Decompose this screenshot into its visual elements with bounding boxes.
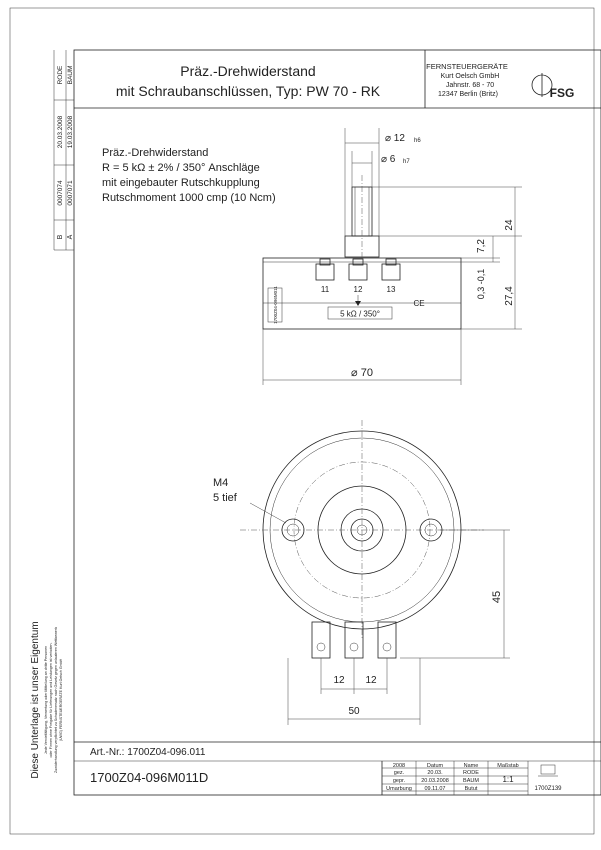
revision-b-number: 0007074 xyxy=(57,180,64,206)
dim-terminal-spacing-2: 12 xyxy=(365,675,377,686)
company-street: Jahnstr. 68 - 70 xyxy=(446,82,494,89)
footer-gepr-date: 20.03.2008 xyxy=(421,778,449,784)
revision-b-letter: B xyxy=(57,234,64,239)
dim-height-collar: 7,2 xyxy=(476,239,487,253)
title-block: Präz.-Drehwiderstand mit Schraubanschlüs… xyxy=(74,50,601,109)
dim-shaft-diameter: ⌀ 12 xyxy=(385,133,405,144)
footer-sheet-number: 1700Z139 xyxy=(534,786,562,792)
revision-a-name: BAUM xyxy=(67,66,74,85)
rating-label: 5 kΩ / 350° xyxy=(340,310,380,319)
footer-scale-label: Maßstab xyxy=(497,763,518,769)
dim-height-shaft: 24 xyxy=(504,219,515,231)
footer-year: 2008 xyxy=(393,763,405,769)
terminal-lugs xyxy=(311,621,397,659)
mount-hole-left xyxy=(281,518,305,542)
ownership-line-5: (UWG) FERNSTEUERGERÄTE Kurt Oelsch GmbH xyxy=(59,658,63,741)
thread-label: M4 xyxy=(213,477,228,489)
dim-gap: 0,3 -0,1 xyxy=(476,269,486,300)
rating-label-box xyxy=(327,306,393,320)
description-line-1: Präz.-Drehwiderstand xyxy=(102,147,208,159)
drawing-number: 1700Z04-096M011D xyxy=(90,770,208,785)
company-owner: Kurt Oelsch GmbH xyxy=(441,73,500,80)
terminal-13-label: 13 xyxy=(387,285,396,294)
footer-gepr-name: BAUM xyxy=(463,778,479,784)
description-line-4: Rutschmoment 1000 cmp (10 Ncm) xyxy=(102,192,276,204)
revision-b-date: 20.03.2008 xyxy=(57,115,64,148)
footer-umarb-name: Butut xyxy=(465,786,478,792)
footer-row-gez: gez. xyxy=(394,770,405,776)
title-line-1: Präz.-Drehwiderstand xyxy=(180,63,315,79)
footer-gez-name: RODE xyxy=(463,770,479,776)
company-name: FERNSTEUERGERÄTE xyxy=(426,62,508,71)
terminal-11-label: 11 xyxy=(321,285,330,294)
ownership-line-1: Diese Unterlage ist unser Eigentum xyxy=(30,621,41,778)
dim-shaft-inner: ⌀ 6 xyxy=(381,154,396,165)
binding-border xyxy=(9,7,595,835)
dim-vertical xyxy=(372,186,522,330)
dim-shaft xyxy=(344,128,380,236)
dim-height-body: 27,4 xyxy=(504,286,515,306)
revision-a-date: 19.03.2008 xyxy=(67,115,74,148)
description: Präz.-Drehwiderstand R = 5 kΩ ± 2% / 350… xyxy=(102,147,276,204)
ownership-line-2: Jede Vervielfältigung, Verwertung oder M… xyxy=(44,646,48,754)
description-line-3: mit eingebauter Rutschkupplung xyxy=(102,177,260,189)
footer-col-name: Name xyxy=(464,763,479,769)
title-line-2: mit Schraubanschlüssen, Typ: PW 70 - RK xyxy=(116,83,381,99)
dim-terminal-width: 50 xyxy=(348,706,360,717)
revision-b-name: RODE xyxy=(57,65,64,84)
ownership-notice: Diese Unterlage ist unser Eigentum Jede … xyxy=(30,621,63,778)
footer-gez-date: 20.03. xyxy=(427,770,443,776)
projection-icon xyxy=(538,764,558,777)
revision-a-number: 0007071 xyxy=(67,180,74,206)
thread-depth: 5 tief xyxy=(213,492,238,504)
dim-body-diameter: ⌀ 70 xyxy=(351,367,373,379)
terminal-screws xyxy=(315,258,401,281)
sheet-frame xyxy=(73,49,601,796)
ownership-line-3: oder Firmen ohne Freigabe für Lieferunge… xyxy=(49,643,53,758)
description-line-2: R = 5 kΩ ± 2% / 350° Anschläge xyxy=(102,162,260,174)
svg-text:FSG: FSG xyxy=(550,86,575,100)
dim-shaft-inner-tol: h7 xyxy=(403,159,410,165)
side-type-label: 1700Z04-096M011 xyxy=(273,286,278,324)
company-city: 12347 Berlin (Britz) xyxy=(438,91,498,98)
footer-row-gepr: gepr. xyxy=(393,778,406,784)
side-view: 11 12 13 5 kΩ / 350° CE 1700Z04-096M011 … xyxy=(262,128,522,385)
company-logo: FSG xyxy=(531,73,575,100)
footer-block: Art.-Nr.: 1700Z04-096.011 1700Z04-096M01… xyxy=(74,741,601,795)
ownership-line-4: Zuwiderhandlung verpflichtet zu Schadene… xyxy=(54,627,58,773)
article-number: Art.-Nr.: 1700Z04-096.011 xyxy=(90,747,206,758)
footer-col-datum: Datum xyxy=(427,763,444,769)
footer-row-umarb: Umarbung xyxy=(386,786,412,792)
front-view: M4 5 tief 45 12 12 50 xyxy=(213,420,510,725)
terminal-12-label: 12 xyxy=(354,285,363,294)
dim-terminal-spacing-1: 12 xyxy=(333,675,345,686)
revision-list: RODE BAUM 20.03.2008 19.03.2008 0007074 … xyxy=(53,50,74,251)
ce-mark: CE xyxy=(413,299,424,308)
dim-shaft-diameter-tol: h6 xyxy=(414,138,421,144)
footer-scale-value: 1:1 xyxy=(502,775,514,784)
dim-center-to-terminal: 45 xyxy=(491,591,503,603)
footer-umarb-date: 09.11.07 xyxy=(424,786,445,792)
revision-a-letter: A xyxy=(67,234,74,239)
